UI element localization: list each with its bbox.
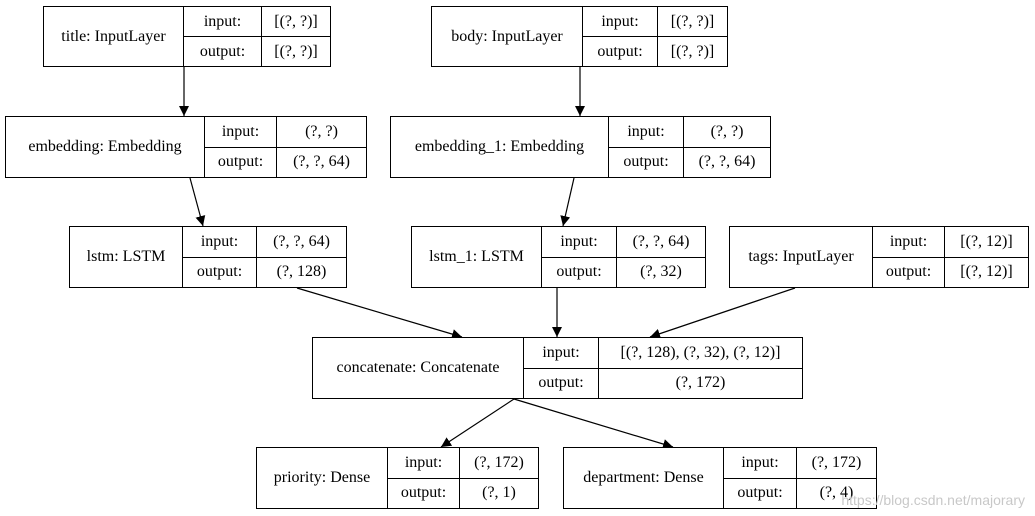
output-shape: (?, 4) bbox=[819, 484, 854, 502]
edge-embedding_1-to-lstm_1 bbox=[560, 177, 575, 227]
node-embedding-1: embedding_1: Embedding input: (?, ?) outp… bbox=[390, 116, 771, 178]
input-shape: (?, 172) bbox=[811, 453, 862, 471]
output-label: output: bbox=[609, 147, 684, 177]
input-label: input: bbox=[724, 448, 797, 478]
node-name: embedding: Embedding bbox=[6, 117, 205, 177]
input-shape: [(?, 12)] bbox=[960, 232, 1013, 250]
edge-tags-to-concatenate bbox=[649, 287, 796, 339]
node-priority: priority: Dense input: (?, 172) output: (?… bbox=[256, 447, 539, 509]
output-label: output: bbox=[184, 37, 262, 66]
watermark: https://blog.csdn.net/majorary bbox=[841, 492, 1025, 508]
node-name: priority: Dense bbox=[257, 448, 388, 508]
edge-concatenate-to-priority bbox=[440, 398, 515, 448]
input-label: input: bbox=[609, 117, 684, 147]
output-shape: (?, 32) bbox=[640, 263, 682, 281]
node-concatenate: concatenate: Concatenate input: [(?, 128)… bbox=[312, 337, 803, 399]
output-label: output: bbox=[205, 147, 277, 177]
input-label: input: bbox=[873, 227, 945, 257]
input-label: input: bbox=[542, 227, 617, 257]
input-shape: (?, ?, 64) bbox=[273, 232, 330, 250]
node-name: concatenate: Concatenate bbox=[313, 338, 524, 398]
output-shape: (?, 172) bbox=[675, 374, 726, 392]
input-label: input: bbox=[184, 7, 262, 36]
input-label: input: bbox=[524, 338, 599, 368]
input-shape: (?, 172) bbox=[474, 453, 524, 471]
input-shape: [(?, ?)] bbox=[670, 12, 715, 30]
output-label: output: bbox=[583, 37, 658, 66]
node-body: body: InputLayer input: [(?, ?)] output: [… bbox=[431, 6, 728, 67]
output-shape: (?, ?, 64) bbox=[698, 153, 756, 171]
edge-concatenate-to-department bbox=[513, 398, 674, 449]
node-name: lstm: LSTM bbox=[70, 227, 183, 287]
node-name: embedding_1: Embedding bbox=[391, 117, 609, 177]
node-embedding: embedding: Embedding input: (?, ?) output… bbox=[5, 116, 367, 178]
node-name: department: Dense bbox=[564, 448, 724, 508]
output-shape: (?, ?, 64) bbox=[293, 153, 350, 171]
input-label: input: bbox=[205, 117, 277, 147]
node-name: title: InputLayer bbox=[44, 7, 184, 66]
input-label: input: bbox=[183, 227, 257, 257]
output-label: output: bbox=[183, 257, 257, 287]
input-shape: (?, ?) bbox=[305, 122, 338, 140]
output-label: output: bbox=[388, 478, 460, 508]
node-department: department: Dense input: (?, 172) output:… bbox=[563, 447, 877, 509]
input-shape: (?, ?) bbox=[710, 122, 744, 140]
node-name: body: InputLayer bbox=[432, 7, 583, 66]
output-shape: [(?, ?)] bbox=[274, 42, 318, 60]
edge-lstm-to-concatenate bbox=[296, 287, 463, 339]
node-tags: tags: InputLayer input: [(?, 12)] output:… bbox=[729, 226, 1029, 288]
output-shape: (?, 1) bbox=[482, 484, 516, 502]
node-lstm-1: lstm_1: LSTM input: (?, ?, 64) output: (?,… bbox=[411, 226, 706, 288]
edge-embedding-to-lstm bbox=[189, 177, 206, 227]
node-title: title: InputLayer input: [(?, ?)] output:… bbox=[43, 6, 331, 67]
output-label: output: bbox=[524, 368, 599, 398]
output-shape: [(?, ?)] bbox=[670, 42, 715, 60]
input-label: input: bbox=[388, 448, 460, 478]
input-shape: [(?, ?)] bbox=[274, 12, 318, 30]
node-name: tags: InputLayer bbox=[730, 227, 873, 287]
output-label: output: bbox=[724, 478, 797, 508]
input-shape: [(?, 128), (?, 32), (?, 12)] bbox=[620, 343, 781, 361]
output-label: output: bbox=[542, 257, 617, 287]
output-shape: (?, 128) bbox=[276, 263, 327, 281]
node-name: lstm_1: LSTM bbox=[412, 227, 542, 287]
input-label: input: bbox=[583, 7, 658, 36]
node-lstm: lstm: LSTM input: (?, ?, 64) output: (?, 1… bbox=[69, 226, 347, 288]
output-shape: [(?, 12)] bbox=[960, 263, 1013, 281]
input-shape: (?, ?, 64) bbox=[632, 232, 690, 250]
output-label: output: bbox=[873, 257, 945, 287]
